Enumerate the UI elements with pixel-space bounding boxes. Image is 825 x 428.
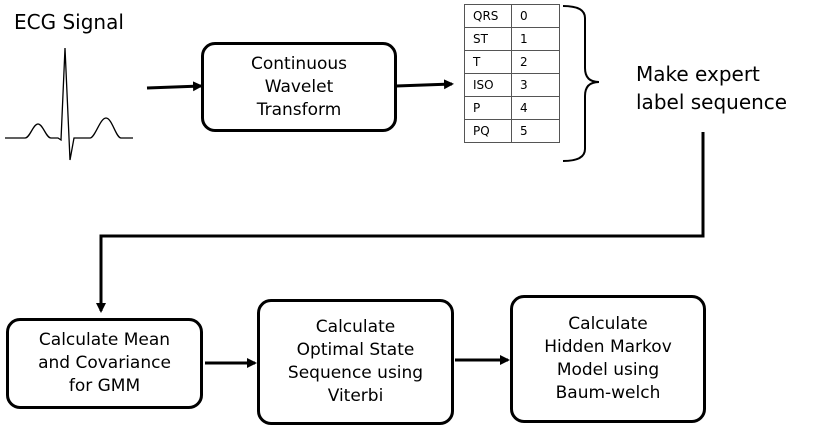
hmm-box-text: Calculate Hidden Markov Model using Baum… <box>544 314 672 403</box>
gmm-box: Calculate Mean and Covariance for GMM <box>6 318 203 409</box>
state-code-cell: 3 <box>511 73 560 97</box>
expert-label-text: Make expert label sequence <box>636 62 788 114</box>
label-table-brace <box>562 5 600 162</box>
state-code-cell: 4 <box>511 96 560 120</box>
state-name-cell: ST <box>464 27 512 51</box>
gmm-box-text: Calculate Mean and Covariance for GMM <box>38 330 171 396</box>
arrow-ecg-to-cwt <box>146 81 203 92</box>
state-code-cell: 5 <box>511 119 560 143</box>
state-code-cell: 1 <box>511 27 560 51</box>
state-name-cell: ISO <box>464 73 512 97</box>
state-name-cell: T <box>464 50 512 74</box>
ecg-signal-title: ECG Signal <box>14 10 124 34</box>
state-name-cell: PQ <box>464 119 512 143</box>
state-name-cell: P <box>464 96 512 120</box>
viterbi-box-text: Calculate Optimal State Sequence using V… <box>287 317 424 406</box>
cwt-box: Continuous Wavelet Transform <box>201 42 397 132</box>
state-code-cell: 2 <box>511 50 560 74</box>
state-name-cell: QRS <box>464 4 512 28</box>
cwt-box-text: Continuous Wavelet Transform <box>250 53 347 120</box>
arrow-cwt-to-table <box>395 79 454 90</box>
hmm-box: Calculate Hidden Markov Model using Baum… <box>510 295 706 423</box>
arrow-labels-to-gmm <box>96 132 705 313</box>
ecg-waveform <box>5 47 133 161</box>
viterbi-box: Calculate Optimal State Sequence using V… <box>257 299 454 425</box>
state-code-cell: 0 <box>511 4 560 28</box>
